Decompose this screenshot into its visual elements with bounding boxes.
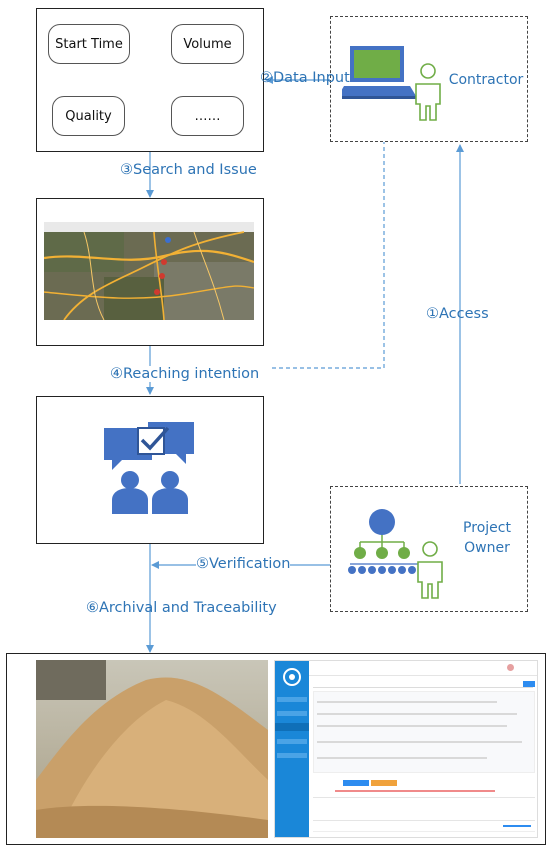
chat-bubbles-icon: [104, 422, 194, 514]
web-table-header: [313, 797, 535, 821]
web-row-link: [503, 825, 531, 827]
web-info-line-1: [317, 701, 497, 703]
label-verification: ⑤Verification: [196, 556, 291, 572]
contractor-person-icon: [415, 63, 441, 121]
web-tabs-bar: [313, 679, 533, 688]
web-avatar: [507, 664, 514, 671]
label-archival: ⑥Archival and Traceability: [86, 600, 277, 616]
org-chart-icon: [348, 509, 418, 574]
web-red-note: [335, 790, 495, 792]
field-more: ……: [171, 96, 244, 136]
web-info-line-3: [317, 725, 507, 727]
web-blue-button: [523, 681, 535, 687]
contractor-label: Contractor: [448, 72, 524, 88]
negotiation-box: [36, 396, 264, 544]
web-sidebar-item-active: [275, 723, 309, 731]
web-info-line-2: [317, 713, 517, 715]
owner-person-icon: [417, 541, 443, 599]
web-header: [309, 661, 537, 676]
web-system-screenshot: [274, 660, 538, 838]
field-quality: Quality: [52, 96, 125, 136]
project-owner-label: Project Owner: [448, 518, 526, 558]
map-screenshot: [44, 222, 254, 320]
dashed-line-contractor: [270, 98, 385, 369]
web-sidebar: [275, 661, 309, 837]
web-info-card: [313, 691, 535, 773]
label-data-input: ②Data Input: [260, 70, 350, 86]
label-search-issue: ③Search and Issue: [120, 162, 257, 178]
web-sidebar-item-4: [277, 753, 307, 758]
web-sidebar-item-2: [277, 711, 307, 716]
web-logo-icon: [283, 668, 301, 686]
web-sidebar-item-3: [277, 739, 307, 744]
project-owner-line1: Project: [463, 520, 511, 536]
project-owner-line2: Owner: [464, 540, 510, 556]
web-info-line-4: [317, 741, 522, 743]
field-start-time: Start Time: [48, 24, 130, 64]
label-reaching: ④Reaching intention: [110, 366, 260, 382]
laptop-icon: [342, 46, 416, 99]
web-sidebar-item-1: [277, 697, 307, 702]
web-btn-orange: [371, 780, 397, 786]
soil-photo: [36, 660, 268, 838]
web-table-row: [313, 821, 535, 832]
label-access: ①Access: [426, 306, 489, 322]
web-info-line-5: [317, 757, 487, 759]
field-volume: Volume: [171, 24, 244, 64]
web-btn-blue: [343, 780, 369, 786]
